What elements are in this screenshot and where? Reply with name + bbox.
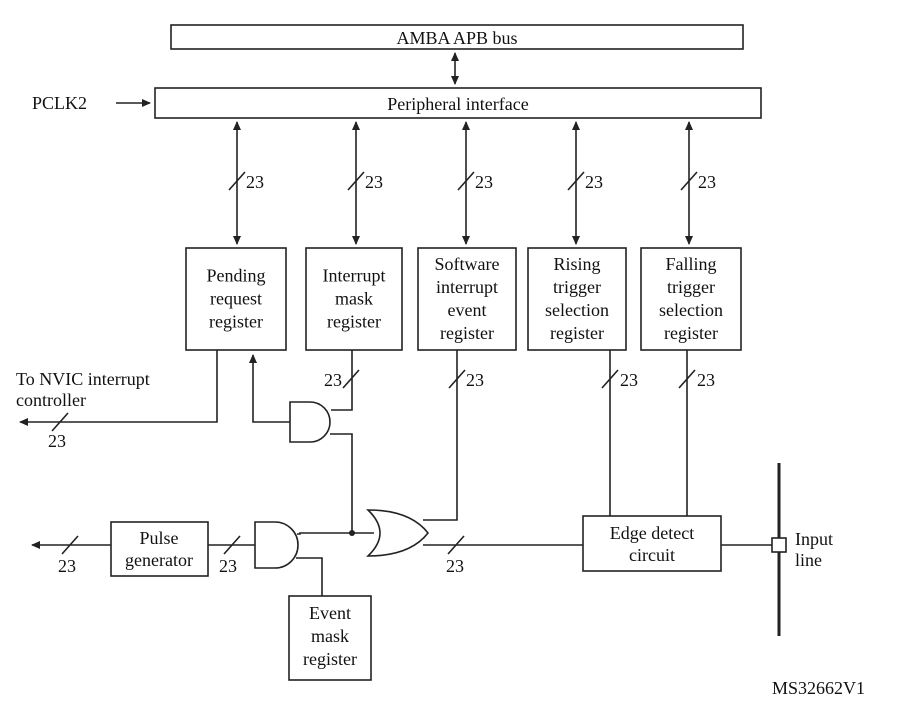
- link-bus-width-rising-trigger: 23: [585, 172, 603, 192]
- register-software-interrupt-event-line3: event: [448, 300, 487, 320]
- edge-detect-line1: Edge detect: [610, 523, 694, 543]
- event-and-gate: [254, 521, 299, 569]
- edge-detect-circuit: Edge detect circuit: [582, 515, 722, 572]
- link-bus-slash-pending: [228, 171, 246, 191]
- register-software-interrupt-event: Software interrupt event register: [417, 247, 517, 351]
- register-interrupt-mask: Interrupt mask register: [305, 247, 403, 351]
- link-bus-width-falling-trigger: 23: [698, 172, 716, 192]
- link-bus-slash-rising-trigger: [567, 171, 585, 191]
- input-line-label1: Input: [795, 529, 833, 549]
- register-interrupt-mask-line1: Interrupt: [323, 266, 386, 286]
- interrupt-and-gate: [289, 401, 331, 443]
- rising-bus-width: 23: [620, 370, 638, 390]
- register-interrupt-mask-line2: mask: [335, 289, 373, 309]
- register-links: 23 23 23 23 23: [228, 121, 716, 245]
- edge-bus-width: 23: [446, 556, 464, 576]
- register-falling-trigger-line3: selection: [659, 300, 723, 320]
- event-output-bus-width: 23: [58, 556, 76, 576]
- register-rising-trigger-line3: selection: [545, 300, 609, 320]
- pulse-generator-line1: Pulse: [139, 528, 178, 548]
- link-bus-width-software-interrupt-event: 23: [475, 172, 493, 192]
- register-boxes: Pending request register Interrupt mask regis…: [185, 247, 742, 351]
- nvic-label-line2: controller: [16, 390, 86, 410]
- interrupt-mask-bus-slash: [342, 369, 360, 389]
- register-falling-trigger-line2: trigger: [667, 277, 715, 297]
- or-to-event-and-line: [297, 532, 352, 535]
- link-bus-slash-software-interrupt-event: [457, 171, 475, 191]
- event-mask-line2: mask: [311, 626, 349, 646]
- register-interrupt-mask-line3: register: [327, 312, 381, 332]
- event-mask-line1: Event: [309, 603, 351, 623]
- falling-bus-width: 23: [697, 370, 715, 390]
- nvic-bus-width: 23: [48, 431, 66, 451]
- amba-apb-bus-label: AMBA APB bus: [396, 28, 517, 48]
- event-mask-to-and-line: [296, 557, 323, 596]
- event-mask-register: Event mask register: [288, 595, 372, 681]
- register-rising-trigger-line2: trigger: [553, 277, 601, 297]
- register-falling-trigger-line4: register: [664, 323, 718, 343]
- register-rising-trigger-line4: register: [550, 323, 604, 343]
- register-falling-trigger: Falling trigger selection register: [640, 247, 742, 351]
- edge-bus-slash: [447, 535, 465, 555]
- register-rising-trigger-line1: Rising: [553, 254, 600, 274]
- register-pending-line2: request: [210, 289, 262, 309]
- link-bus-slash-interrupt-mask: [347, 171, 365, 191]
- software-event-bus-width: 23: [466, 370, 484, 390]
- amba-apb-bus: AMBA APB bus: [170, 24, 744, 50]
- event-mask-line3: register: [303, 649, 357, 669]
- nvic-output-line: [19, 350, 218, 426]
- and-to-pending-line: [249, 354, 290, 423]
- interrupt-mask-bus-width: 23: [324, 370, 342, 390]
- register-pending-line3: register: [209, 312, 263, 332]
- figure-id: MS32662V1: [772, 678, 865, 698]
- link-bus-slash-falling-trigger: [680, 171, 698, 191]
- pulse-bus-width: 23: [219, 556, 237, 576]
- register-pending-line1: Pending: [206, 266, 265, 286]
- or-gate: [366, 509, 430, 557]
- input-line-label2: line: [795, 550, 822, 570]
- nvic-bus-slash: [51, 412, 69, 432]
- peripheral-interface: Peripheral interface: [154, 87, 762, 119]
- register-software-interrupt-event-line1: Software: [435, 254, 500, 274]
- link-bus-width-interrupt-mask: 23: [365, 172, 383, 192]
- edge-detect-line2: circuit: [629, 545, 675, 565]
- pulse-generator-line2: generator: [125, 550, 193, 570]
- link-bus-width-pending: 23: [246, 172, 264, 192]
- input-pin: [771, 537, 787, 553]
- falling-bus-slash: [678, 369, 696, 389]
- pclk2-label: PCLK2: [32, 93, 87, 113]
- rising-bus-slash: [601, 369, 619, 389]
- interrupt-mask-to-and-line: [331, 350, 353, 411]
- pulse-bus-slash: [223, 535, 241, 555]
- software-event-to-or-line: [423, 350, 458, 521]
- software-event-bus-slash: [448, 369, 466, 389]
- peripheral-interface-label: Peripheral interface: [387, 94, 528, 114]
- or-output-to-and-line: [330, 433, 353, 533]
- register-falling-trigger-line1: Falling: [665, 254, 716, 274]
- register-pending: Pending request register: [185, 247, 287, 351]
- pulse-generator: Pulse generator: [110, 521, 209, 577]
- register-software-interrupt-event-line2: interrupt: [436, 277, 498, 297]
- register-rising-trigger: Rising trigger selection register: [527, 247, 627, 351]
- register-software-interrupt-event-line4: register: [440, 323, 494, 343]
- event-output-bus-slash: [61, 535, 79, 555]
- nvic-label-line1: To NVIC interrupt: [16, 369, 150, 389]
